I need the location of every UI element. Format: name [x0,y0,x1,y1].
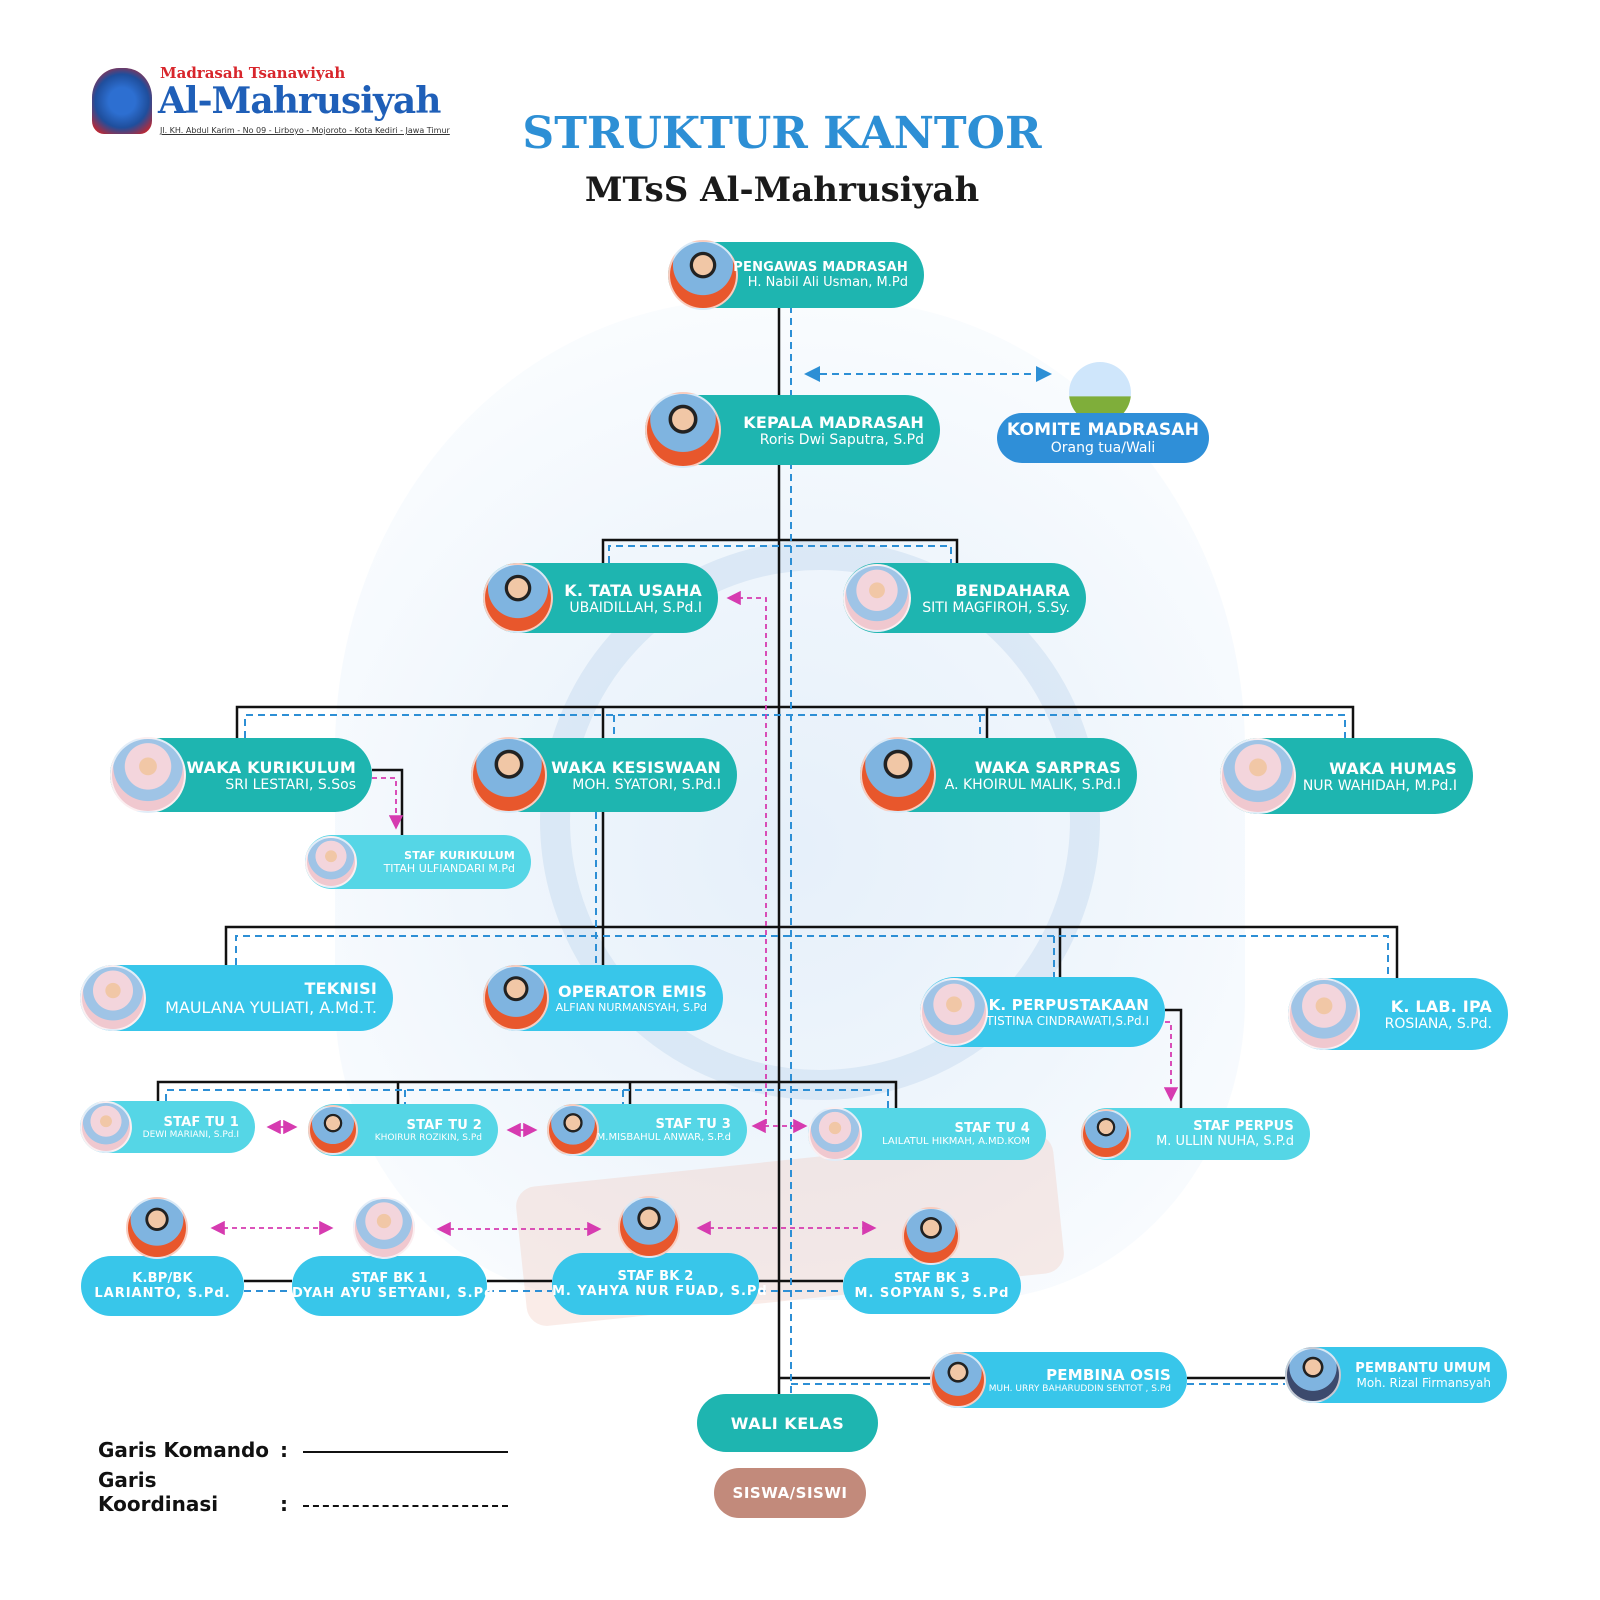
staf-kurikulum-name: TITAH ULFIANDARI M.Pd [383,862,515,875]
lab-ipa-photo [1288,978,1360,1050]
staf-tu1-photo [80,1101,132,1153]
pengawas-name: H. Nabil Ali Usman, M.Pd [747,275,908,290]
pembina-osis-photo [930,1352,986,1408]
bendahara-role: BENDAHARA [955,580,1070,600]
legend-command: Garis Komando: [98,1438,508,1462]
siswa-node: SISWA/SISWI [714,1468,866,1518]
staf-bk1-photo [353,1197,415,1259]
teknisi-photo [80,965,146,1031]
kbp-bk-role: K.BP/BK [132,1271,193,1286]
school-address: Jl. KH. Abdul Karim - No 09 - Lirboyo - … [160,126,450,135]
staf-bk3-photo [902,1207,960,1265]
kbp-bk-name: LARIANTO, S.Pd. [94,1286,231,1301]
brand-small: Madrasah Tsanawiyah [160,64,346,82]
operator-emis-photo [483,965,549,1031]
tata-usaha-name: UBAIDILLAH, S.Pd.I [569,599,702,616]
lab-ipa-role: K. LAB. IPA [1390,996,1492,1016]
legend-separator: : [280,1438,288,1462]
kepala-photo [645,392,721,468]
staf-tu4-name: LAILATUL HIKMAH, A.MD.KOM [882,1136,1030,1147]
perpustakaan-name: TISTINA CINDRAWATI,S.Pd.I [986,1014,1149,1028]
tata-usaha-role: K. TATA USAHA [564,580,702,600]
perpustakaan-photo [920,978,988,1046]
kepala-name: Roris Dwi Saputra, S.Pd [759,431,924,448]
waka-kesiswaan-role: WAKA KESISWAAN [551,757,721,777]
dashed-line-sample [302,1504,508,1507]
tata-usaha-photo [483,563,553,633]
staf-tu3-name: M.MISBAHUL ANWAR, S.P.d [596,1132,731,1143]
waka-sarpras-name: A. KHOIRUL MALIK, S.Pd.I [944,776,1121,793]
staf-bk2-photo [618,1196,680,1258]
wali-kelas-node: WALI KELAS [697,1394,878,1452]
legend-command-label: Garis Komando [98,1438,270,1462]
staf-bk3-role: STAF BK 3 [893,1271,971,1286]
staf-tu3-photo [547,1104,599,1156]
teknisi-role: TEKNISI [304,979,377,998]
pengawas-photo [668,240,738,310]
waka-sarpras-role: WAKA SARPRAS [974,757,1121,777]
coordination-lines [165,306,1389,1398]
solid-line-sample [302,1450,508,1453]
staf-tu4-role: STAF TU 4 [954,1121,1030,1136]
staf-bk1-role: STAF BK 1 [351,1271,428,1286]
staf-perpus-name: M. ULLIN NUHA, S.P.d [1156,1134,1294,1149]
relation-arrows [210,590,1179,1237]
staf-bk2-role: STAF BK 2 [617,1269,694,1284]
lab-ipa-name: ROSIANA, S.Pd. [1384,1015,1492,1032]
pengawas-role: PENGAWAS MADRASAH [733,260,908,275]
teknisi-name: MAULANA YULIATI, A.Md.T. [165,998,377,1017]
command-lines [156,306,1399,1398]
operator-emis-role: OPERATOR EMIS [557,982,707,1001]
staf-tu2-name: KHOIRUR ROZIKIN, S.Pd [374,1132,482,1143]
bendahara-name: SITI MAGFIROH, S.Sy. [922,599,1070,616]
pembantu-umum-name: Moh. Rizal Firmansyah [1356,1375,1491,1390]
staf-perpus-photo [1081,1109,1131,1159]
waka-sarpras-photo [860,737,936,813]
staf-tu1-role: STAF TU 1 [163,1114,239,1130]
kbp-bk-photo [126,1197,188,1259]
legend-coordination: Garis Koordinasi: [98,1468,508,1516]
pembantu-umum-role: PEMBANTU UMUM [1355,1360,1491,1376]
page-title: STRUKTUR KANTOR [522,108,1042,159]
staf-bk3-name: M. SOPYAN S, S.Pd [854,1286,1010,1301]
pembina-osis-role: PEMBINA OSIS [1046,1366,1171,1384]
staf-bk2-name: M. YAHYA NUR FUAD, S.Pd [552,1284,768,1299]
operator-emis-name: ALFIAN NURMANSYAH, S.Pd [555,1001,707,1014]
brand-large: Al-Mahrusiyah [158,80,441,122]
staf-kurikulum-role: STAF KURIKULUM [404,849,515,862]
school-logo [92,68,152,134]
waka-humas-name: NUR WAHIDAH, M.Pd.I [1302,777,1457,794]
waka-kesiswaan-photo [471,737,547,813]
page-subtitle: MTsS Al-Mahrusiyah [584,170,980,210]
waka-kurikulum-name: SRI LESTARI, S.Sos [225,776,356,793]
staf-tu2-role: STAF TU 2 [406,1117,482,1133]
staf-bk1-name: DYAH AYU SETYANI, S.Pd. [292,1286,501,1301]
staf-tu3-role: STAF TU 3 [655,1117,731,1132]
komite-role: KOMITE MADRASAH [1006,420,1200,440]
waka-kurikulum-role: WAKA KURIKULUM [186,757,356,777]
legend-coordination-label: Garis Koordinasi [98,1468,219,1516]
bendahara-photo [843,564,911,632]
staf-tu4-photo [808,1107,862,1161]
waka-humas-photo [1220,738,1296,814]
waka-humas-role: WAKA HUMAS [1329,758,1457,778]
staf-tu1-name: DEWI MARIANI, S.Pd.I [142,1129,239,1140]
waka-kesiswaan-name: MOH. SYATORI, S.Pd.I [572,776,721,793]
staf-perpus-role: STAF PERPUS [1193,1119,1294,1134]
staf-kurikulum-photo [305,836,357,888]
pembantu-umum-photo [1285,1347,1341,1403]
kepala-role: KEPALA MADRASAH [743,412,924,432]
waka-kurikulum-photo [110,737,186,813]
pembina-osis-name: MUH. URRY BAHARUDDIN SENTOT , S.Pd [988,1384,1171,1394]
legend-separator: : [280,1492,288,1516]
komite-name: Orang tua/Wali [1050,440,1156,456]
perpustakaan-role: K. PERPUSTAKAAN [988,996,1149,1014]
staf-tu2-photo [308,1105,358,1155]
